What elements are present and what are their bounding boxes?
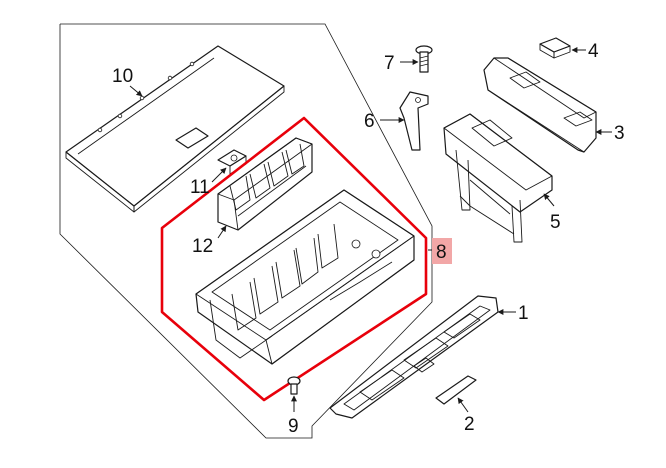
leader-12 bbox=[217, 225, 227, 239]
callout-9[interactable]: 9 bbox=[288, 416, 299, 437]
screw-7[interactable] bbox=[415, 45, 433, 73]
callout-7[interactable]: 7 bbox=[384, 53, 395, 74]
callout-8-box bbox=[432, 238, 452, 264]
trunk-floor-board[interactable] bbox=[65, 45, 285, 213]
callout-4[interactable]: 4 bbox=[588, 41, 599, 62]
leader-10 bbox=[129, 85, 143, 97]
highlight-outline bbox=[160, 116, 428, 402]
trim-strip-2[interactable] bbox=[435, 375, 477, 405]
bracket-6[interactable] bbox=[399, 91, 429, 151]
cap-4[interactable] bbox=[539, 37, 571, 59]
group-boundary-outline bbox=[59, 23, 433, 439]
callout-2[interactable]: 2 bbox=[464, 414, 475, 435]
side-rail-3[interactable] bbox=[483, 57, 597, 153]
fastener-9[interactable] bbox=[287, 376, 301, 395]
callout-10[interactable]: 10 bbox=[112, 66, 133, 87]
callout-8[interactable]: 8 bbox=[436, 242, 447, 263]
board-handle bbox=[175, 127, 209, 149]
callout-3[interactable]: 3 bbox=[614, 123, 625, 144]
callout-1[interactable]: 1 bbox=[518, 303, 529, 324]
leader-5 bbox=[543, 193, 555, 207]
leader-11 bbox=[211, 167, 227, 183]
callout-11[interactable]: 11 bbox=[190, 177, 210, 198]
support-frame-5[interactable] bbox=[443, 113, 553, 243]
storage-tray-small[interactable] bbox=[217, 137, 313, 231]
storage-box-main[interactable] bbox=[195, 189, 415, 365]
clip-part[interactable] bbox=[217, 149, 247, 175]
sill-plate-1[interactable] bbox=[329, 295, 499, 419]
callout-5[interactable]: 5 bbox=[550, 212, 561, 233]
leader-2 bbox=[457, 397, 469, 413]
callout-12[interactable]: 12 bbox=[192, 236, 213, 257]
callout-6[interactable]: 6 bbox=[364, 111, 375, 132]
